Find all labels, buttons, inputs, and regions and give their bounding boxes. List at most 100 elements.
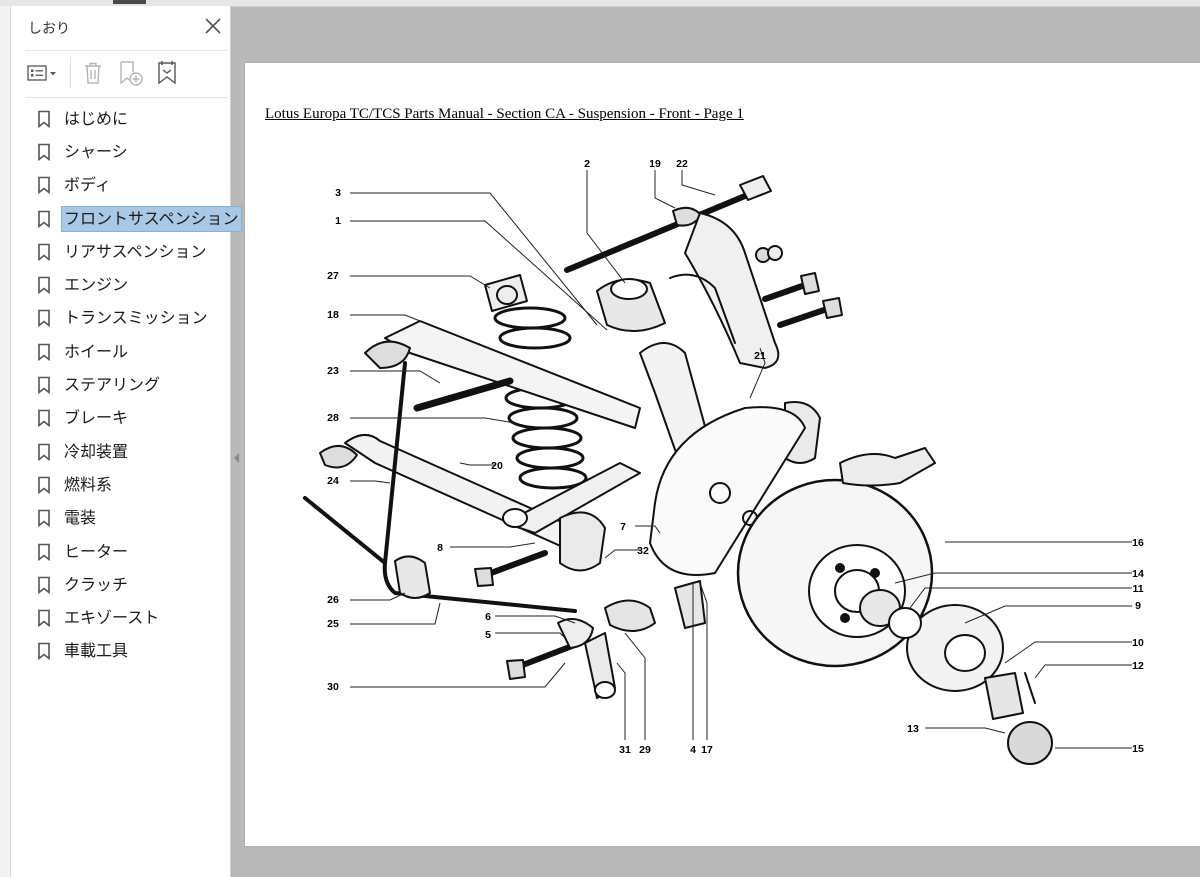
bookmark-icon [38, 543, 50, 561]
add-bookmark-button[interactable] [115, 59, 145, 87]
bookmark-item[interactable]: はじめに [25, 102, 230, 135]
part-callout-number: 8 [437, 542, 443, 554]
delete-bookmark-button[interactable] [79, 59, 107, 87]
bookmark-icon [38, 110, 50, 128]
part-callout-number: 15 [1132, 743, 1144, 755]
bookmark-icon [38, 343, 50, 361]
bookmark-icon [38, 376, 50, 395]
part-callout-number: 10 [1132, 637, 1144, 649]
toolbar-separator [70, 58, 71, 88]
bookmark-icon [38, 509, 50, 528]
bookmarks-panel: しおり [11, 6, 242, 877]
bookmark-label: 電装 [64, 508, 97, 528]
bookmark-label: ステアリング [64, 375, 161, 395]
bookmark-icon [38, 576, 50, 594]
bookmark-item[interactable]: 燃料系 [25, 468, 230, 501]
document-title: Lotus Europa TC/TCS Parts Manual - Secti… [265, 106, 744, 122]
bookmark-icon [38, 210, 50, 228]
bookmark-label: シャーシ [64, 141, 128, 161]
part-callout-number: 26 [327, 594, 339, 606]
bookmark-icon [38, 476, 50, 494]
bookmarks-panel-title: しおり [28, 21, 70, 37]
bookmark-item[interactable]: リアサスペンション [25, 235, 230, 268]
bookmark-icon [38, 243, 50, 261]
bookmark-list: はじめにシャーシボディフロントサスペンションリアサスペンションエンジントランスミ… [25, 102, 242, 668]
part-callout-number: 1 [335, 215, 341, 227]
part-callout-number: 32 [637, 545, 649, 557]
part-callout-number: 24 [327, 475, 339, 487]
bookmark-item[interactable]: エキゾースト [25, 601, 230, 634]
part-callout-number: 2 [584, 158, 590, 170]
active-tab-indicator [113, 0, 146, 4]
bookmark-icon [38, 643, 50, 661]
bookmark-icon [38, 276, 50, 295]
bookmark-item[interactable]: エンジン [25, 268, 230, 301]
bookmark-item[interactable]: フロントサスペンション [25, 202, 242, 235]
collapse-panel-handle[interactable] [233, 449, 241, 463]
bookmark-icon [38, 609, 50, 628]
bookmark-item[interactable]: 冷却装置 [25, 435, 230, 468]
part-callout-number: 16 [1132, 537, 1144, 549]
bookmarks-panel-header: しおり [25, 6, 228, 51]
bookmark-label: フロントサスペンション [61, 205, 242, 232]
part-callout-number: 7 [620, 521, 626, 533]
bookmark-icon [38, 176, 50, 195]
part-callout-number: 31 [619, 744, 631, 756]
part-callout-number: 27 [327, 270, 339, 282]
part-callout-number: 20 [491, 460, 503, 472]
bookmark-label: ヒーター [64, 541, 129, 561]
part-callout-number: 5 [485, 629, 491, 641]
part-callout-number: 19 [649, 158, 661, 170]
close-panel-button[interactable] [200, 13, 226, 39]
part-callout-number: 30 [327, 681, 339, 693]
bookmark-item[interactable]: ホイール [25, 335, 230, 368]
part-callout-number: 17 [701, 744, 713, 756]
bookmark-item[interactable]: ステアリング [25, 368, 230, 401]
part-callout-number: 4 [690, 744, 696, 756]
bookmark-item[interactable]: 車載工具 [25, 635, 230, 668]
bookmark-item[interactable]: ボディ [25, 169, 230, 202]
bookmark-label: はじめに [64, 108, 129, 128]
bookmark-item[interactable]: トランスミッション [25, 302, 230, 335]
bookmark-label: リアサスペンション [64, 241, 207, 261]
part-callout-number: 11 [1132, 583, 1143, 595]
chevron-left-icon [234, 453, 239, 463]
bookmark-label: 燃料系 [64, 474, 113, 494]
part-callout-number: 29 [639, 744, 651, 756]
part-callout-number: 13 [907, 723, 919, 735]
bookmarks-toolbar [25, 51, 228, 98]
top-strip [0, 0, 1200, 7]
part-callout-number: 12 [1132, 660, 1144, 672]
tag-bookmark-button[interactable] [151, 59, 183, 87]
bookmark-item[interactable]: クラッチ [25, 568, 230, 601]
bookmark-icon [38, 143, 50, 161]
trash-icon [85, 62, 101, 84]
bookmark-label: エキゾースト [64, 608, 160, 628]
bookmark-item[interactable]: ヒーター [25, 535, 230, 568]
navigation-rail [0, 6, 11, 877]
bookmark-label: ブレーキ [64, 408, 129, 428]
document-page: Lotus Europa TC/TCS Parts Manual - Secti… [245, 63, 1200, 846]
bookmark-label: トランスミッション [64, 308, 208, 328]
list-options-icon [27, 65, 56, 81]
part-callout-number: 9 [1135, 600, 1141, 612]
bookmark-label: ホイール [64, 341, 129, 361]
bookmark-item[interactable]: シャーシ [25, 135, 230, 168]
part-callout-number: 3 [335, 187, 341, 199]
part-callout-number: 14 [1132, 568, 1144, 580]
part-callout-number: 18 [327, 309, 339, 321]
bookmark-label: 冷却装置 [64, 441, 129, 461]
bookmark-label: 車載工具 [64, 641, 129, 661]
part-callout-number: 6 [485, 611, 491, 623]
bookmark-options-button[interactable] [25, 59, 61, 87]
bookmark-item[interactable]: ブレーキ [25, 402, 230, 435]
part-callout-number: 25 [327, 618, 339, 630]
bookmark-label: クラッチ [64, 574, 129, 594]
part-callout-number: 28 [327, 412, 339, 424]
add-bookmark-icon [120, 61, 143, 86]
bookmark-item[interactable]: 電装 [25, 502, 230, 535]
part-callout-number: 23 [327, 365, 339, 377]
tag-bookmark-icon [158, 61, 176, 85]
part-callout-number: 21 [754, 350, 766, 362]
bookmark-icon [38, 443, 50, 461]
